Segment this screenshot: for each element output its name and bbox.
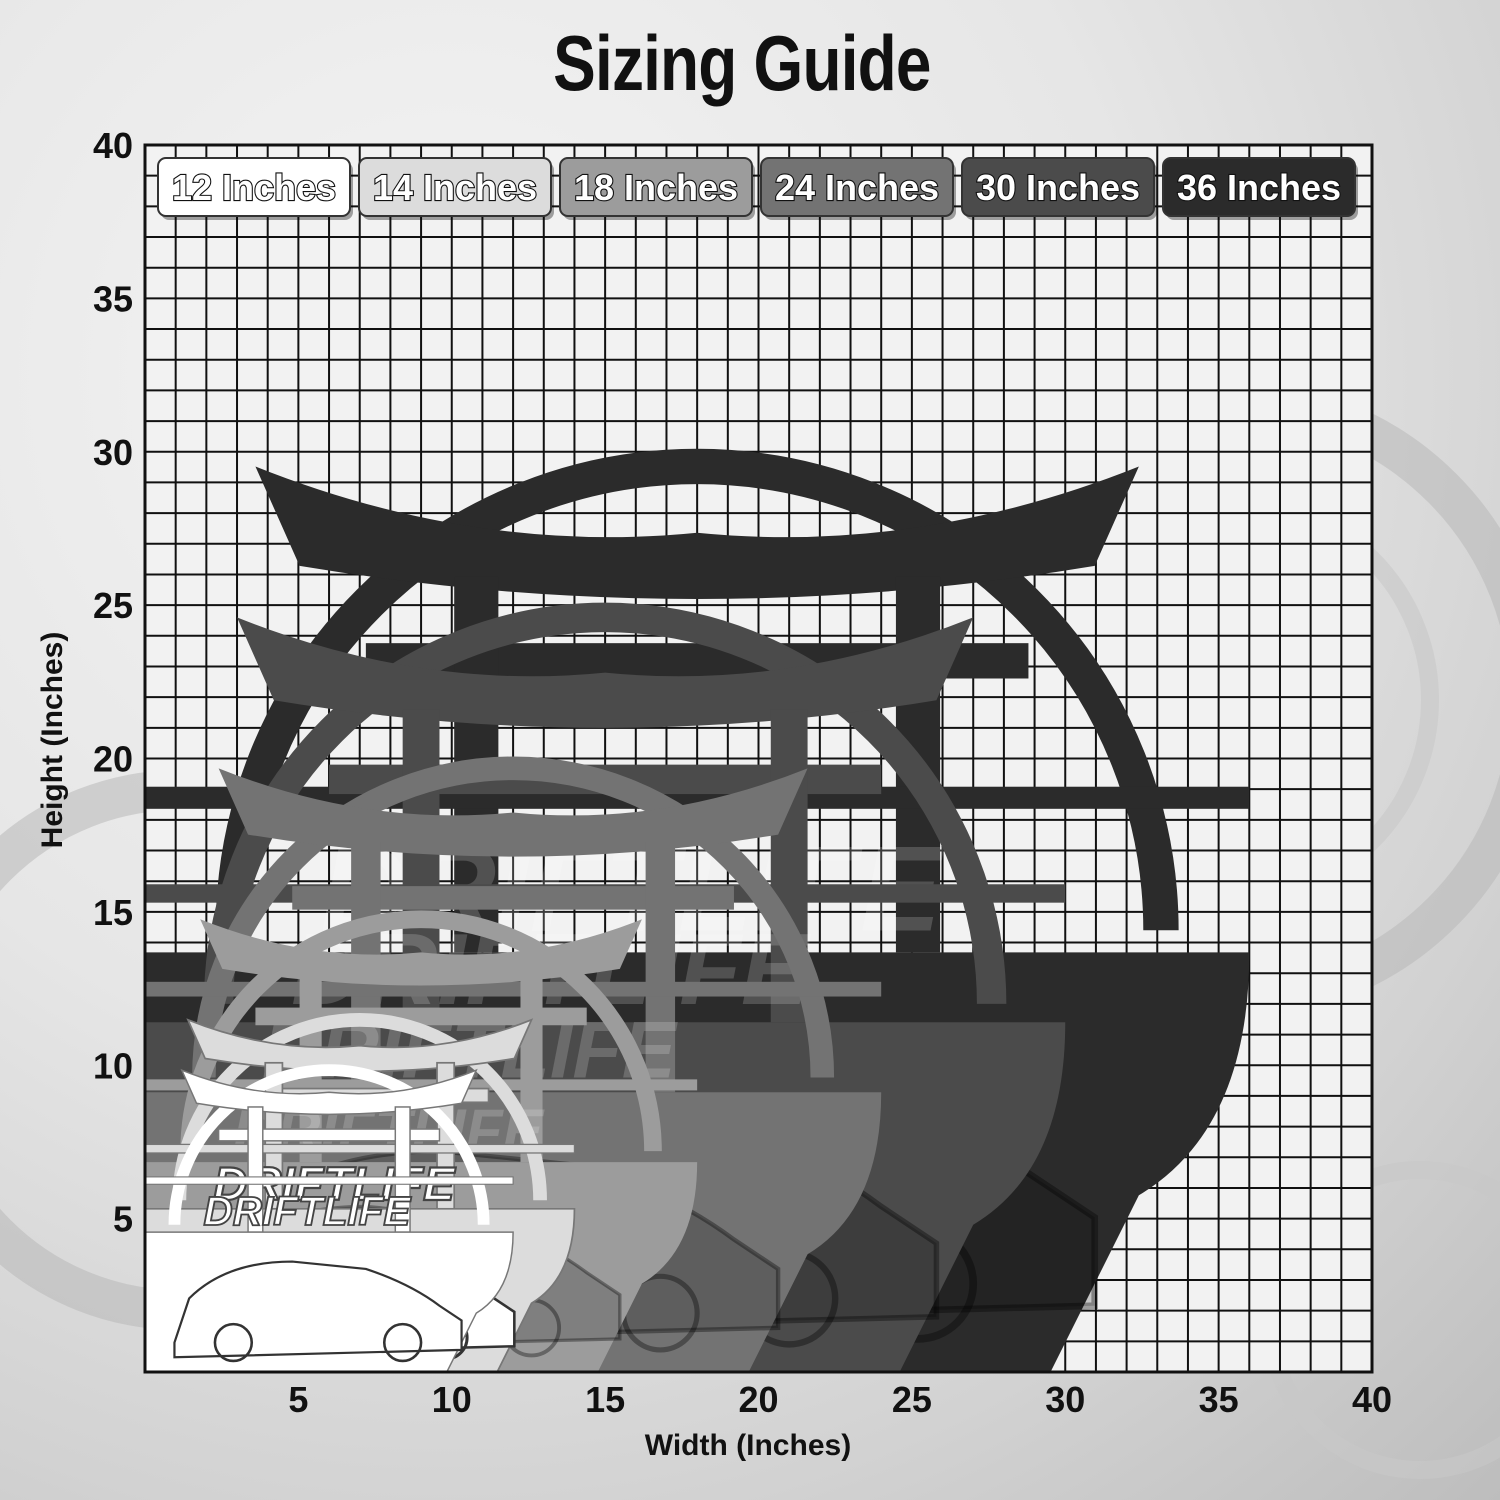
horizon-line: [145, 981, 882, 997]
size-badge-30: 30 Inches: [961, 157, 1157, 220]
size-badge-14: 14 Inches: [358, 157, 554, 220]
grid-frame: [143, 143, 1374, 1374]
x-tick-label: 25: [892, 1379, 932, 1420]
horizon-line: [144, 1143, 576, 1154]
y-tick-label: 15: [93, 892, 133, 933]
car-wheel-icon: [213, 1322, 254, 1363]
silhouette-12-inches: DRIFTLIFE: [144, 1064, 514, 1373]
x-tick-label: 10: [432, 1379, 472, 1420]
x-axis-label: Width (Inches): [645, 1429, 851, 1462]
x-tick-label: 15: [585, 1379, 625, 1420]
badge-label: 18 Inches: [574, 167, 738, 208]
badge-box: [961, 157, 1155, 217]
x-axis-ticks: 5 10 15 20 25 30 35 40: [288, 1379, 1392, 1420]
badge-box: [157, 157, 351, 217]
torii-beam: [218, 768, 808, 857]
y-tick-label: 5: [113, 1199, 133, 1240]
horizon-line: [144, 1176, 514, 1185]
badge-box: [760, 157, 954, 217]
size-badge-18: 18 Inches: [559, 157, 755, 220]
size-silhouettes: DRIFTLIFEDRIFTLIFEDRIFTLIFEDRIFTLIFEDRIF…: [144, 448, 1250, 1373]
badge-box: [559, 157, 753, 217]
size-legend: 12 Inches 14 Inches 18 Inches 24 Inches 30 I…: [157, 157, 1358, 220]
y-tick-label: 25: [93, 585, 133, 626]
y-axis-ticks: 5 10 15 20 25 30 35 40: [93, 125, 133, 1240]
badge-label: 14 Inches: [373, 167, 537, 208]
arch-ring: [172, 1013, 547, 1201]
horizon-line: [145, 1079, 698, 1091]
arch-ring: [192, 756, 835, 1078]
x-tick-label: 20: [738, 1379, 778, 1420]
y-tick-label: 40: [93, 125, 133, 166]
page-title: Sizing Guide: [553, 19, 931, 107]
badge-label: 30 Inches: [976, 167, 1140, 208]
x-tick-label: 35: [1199, 1379, 1239, 1420]
torii-crossbar: [217, 1128, 441, 1142]
badge-box: [358, 157, 552, 217]
badge-label: 12 Inches: [172, 167, 336, 208]
torii-crossbar: [292, 886, 734, 910]
badge-label: 24 Inches: [775, 167, 939, 208]
y-tick-label: 30: [93, 432, 133, 473]
y-tick-label: 10: [93, 1045, 133, 1086]
car-wheel-icon: [382, 1322, 423, 1363]
y-tick-label: 35: [93, 278, 133, 319]
size-badge-24: 24 Inches: [760, 157, 956, 220]
car-silhouette: [173, 1260, 463, 1359]
torii-beam: [180, 1068, 478, 1116]
x-tick-label: 30: [1045, 1379, 1085, 1420]
y-axis-label: Height (Inches): [36, 632, 69, 849]
x-tick-label: 5: [288, 1379, 308, 1420]
size-badge-36: 36 Inches: [1162, 157, 1358, 220]
badge-box: [1162, 157, 1356, 217]
size-badge-12: 12 Inches: [157, 157, 353, 220]
arch-ring: [215, 448, 1179, 931]
logo-text: DRIFTLIFE: [204, 1188, 413, 1234]
badge-label: 36 Inches: [1177, 167, 1341, 208]
torii-pillar-right: [645, 841, 676, 1093]
y-tick-label: 20: [93, 739, 133, 780]
arch-ring: [168, 1064, 490, 1225]
x-tick-label: 40: [1352, 1379, 1392, 1420]
